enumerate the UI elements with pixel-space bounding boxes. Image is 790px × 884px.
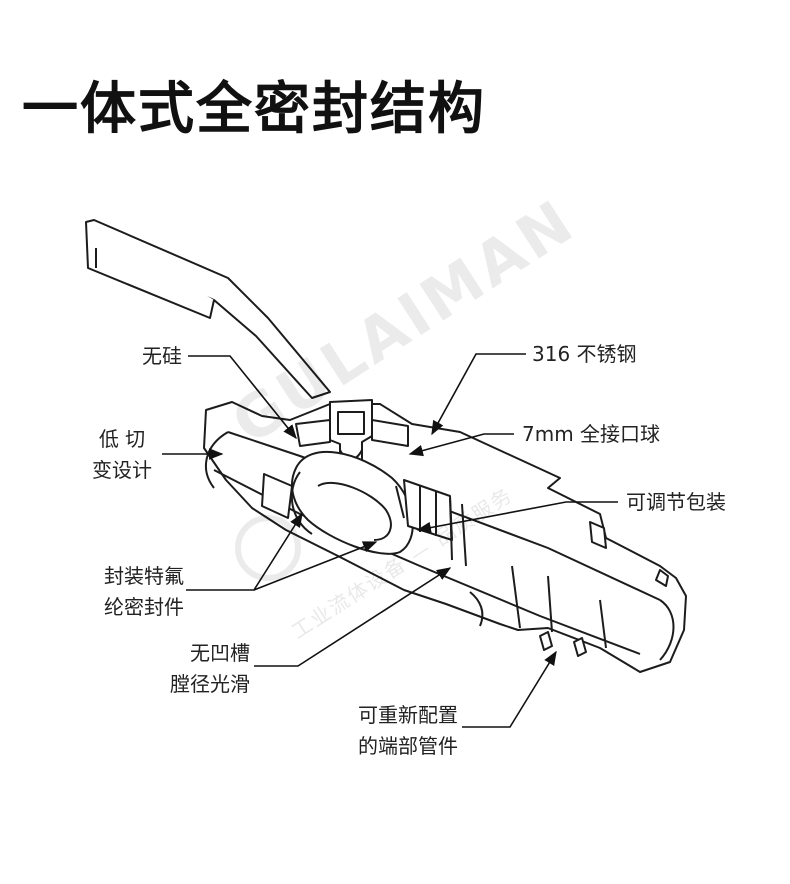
label-end-fittings-1: 可重新配置 xyxy=(358,703,458,727)
handle-lever xyxy=(85,219,331,399)
seal-rings xyxy=(261,473,453,541)
label-smooth-bore-2: 膛径光滑 xyxy=(170,672,250,696)
leader-stainless-316 xyxy=(431,353,526,436)
label-stainless-316: 316 不锈钢 xyxy=(532,342,637,366)
label-low-cut-2: 变设计 xyxy=(92,458,152,482)
leader-smooth-bore xyxy=(254,567,452,667)
label-low-cut-1: 低 切 xyxy=(98,427,146,451)
bore-segments xyxy=(395,485,484,627)
valve-ball xyxy=(291,450,414,555)
label-ptfe-seal-2: 纶密封件 xyxy=(104,595,184,619)
label-adjustable-packing: 可调节包装 xyxy=(626,490,726,514)
leader-full-ball xyxy=(408,433,514,457)
page-title: 一体式全密封结构 xyxy=(22,77,486,142)
leader-adjustable-packing xyxy=(416,501,618,534)
label-no-silicone: 无硅 xyxy=(142,344,182,368)
leader-lines xyxy=(162,353,618,728)
leader-ptfe-seal-2 xyxy=(253,541,378,591)
leader-no-silicone xyxy=(188,355,297,440)
label-ptfe-seal-1: 封装特氟 xyxy=(104,564,184,588)
label-end-fittings-2: 的端部管件 xyxy=(358,734,458,758)
label-smooth-bore-1: 无凹槽 xyxy=(190,641,250,665)
watermark-logo xyxy=(235,515,301,581)
leader-end-fittings xyxy=(462,650,557,728)
label-full-ball: 7mm 全接口球 xyxy=(522,422,661,446)
